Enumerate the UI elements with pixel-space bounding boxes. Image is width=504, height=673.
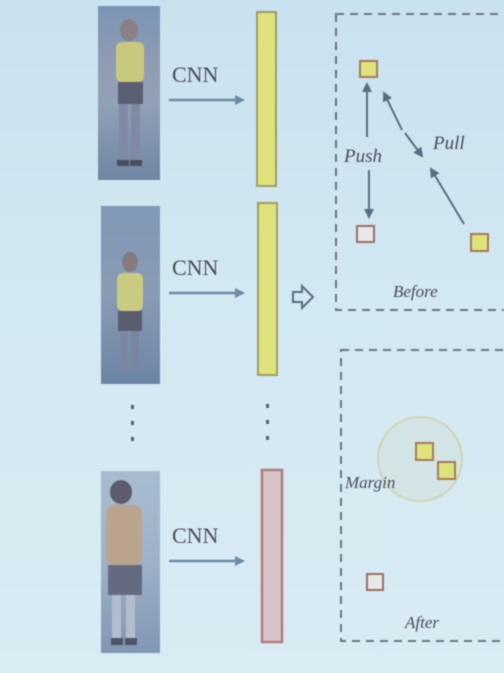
after-panel: Margin After	[340, 349, 504, 642]
feature-vector-2	[257, 202, 278, 376]
negative-square-after	[366, 573, 384, 591]
cnn-label-1: CNN	[172, 62, 219, 87]
negative-square-before	[356, 225, 375, 243]
positive-square-after	[437, 461, 456, 480]
after-label: After	[404, 613, 439, 632]
diagonal-arrow-up	[383, 91, 403, 131]
anchor-square-after	[415, 442, 434, 461]
vertical-ellipsis-right	[266, 404, 269, 440]
pull-arrow	[429, 167, 465, 225]
push-label: Push	[343, 146, 382, 167]
person-image-1	[98, 6, 160, 180]
feature-vector-1	[256, 11, 277, 187]
cnn-label-3: CNN	[172, 523, 219, 548]
margin-label: Margin	[344, 473, 395, 492]
vertical-ellipsis-left	[131, 405, 134, 441]
pull-label: Pull	[432, 133, 465, 154]
before-panel: Push Pull Before	[335, 13, 504, 311]
cnn-arrow-3: CNN	[169, 523, 245, 566]
positive-square-before	[470, 233, 489, 252]
person-image-3	[101, 471, 160, 653]
feature-vector-3	[260, 468, 284, 644]
cnn-arrow-1: CNN	[169, 62, 245, 105]
cnn-label-2: CNN	[172, 255, 219, 280]
person-image-2	[101, 206, 160, 384]
diagonal-arrow-down	[404, 132, 424, 158]
cnn-arrow-2: CNN	[169, 255, 245, 298]
before-label: Before	[393, 282, 438, 301]
anchor-square-before	[359, 60, 378, 78]
hollow-right-arrow-icon	[292, 283, 315, 311]
